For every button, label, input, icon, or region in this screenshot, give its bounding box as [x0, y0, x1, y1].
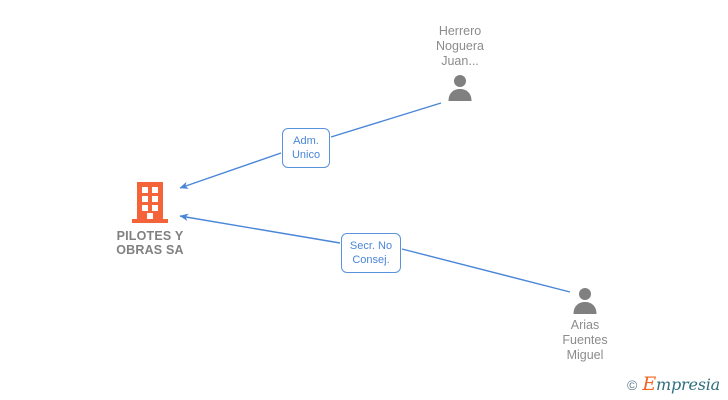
person-node-arias[interactable]: Arias Fuentes Miguel: [525, 286, 645, 363]
brand-rest: mpresia: [656, 375, 720, 394]
edge-herrero-to-adm: [330, 102, 442, 138]
person-icon: [448, 75, 472, 101]
building-icon: [132, 182, 168, 223]
brand-logo: Empresia: [642, 375, 720, 394]
relation-box-secr-no-consej[interactable]: Secr. No Consej.: [341, 233, 401, 273]
relation-box-adm-unico[interactable]: Adm. Unico: [282, 128, 330, 168]
person-label-herrero: Herrero Noguera Juan...: [436, 24, 484, 68]
brand-initial: E: [642, 373, 656, 395]
copyright-icon: ©: [627, 376, 638, 393]
person-label-arias: Arias Fuentes Miguel: [562, 318, 608, 362]
watermark: © Empresia: [627, 375, 720, 394]
company-node[interactable]: PILOTES Y OBRAS SA: [95, 180, 205, 257]
company-label: PILOTES Y OBRAS SA: [116, 229, 184, 257]
person-icon: [573, 288, 597, 314]
person-node-herrero[interactable]: Herrero Noguera Juan...: [400, 24, 520, 101]
